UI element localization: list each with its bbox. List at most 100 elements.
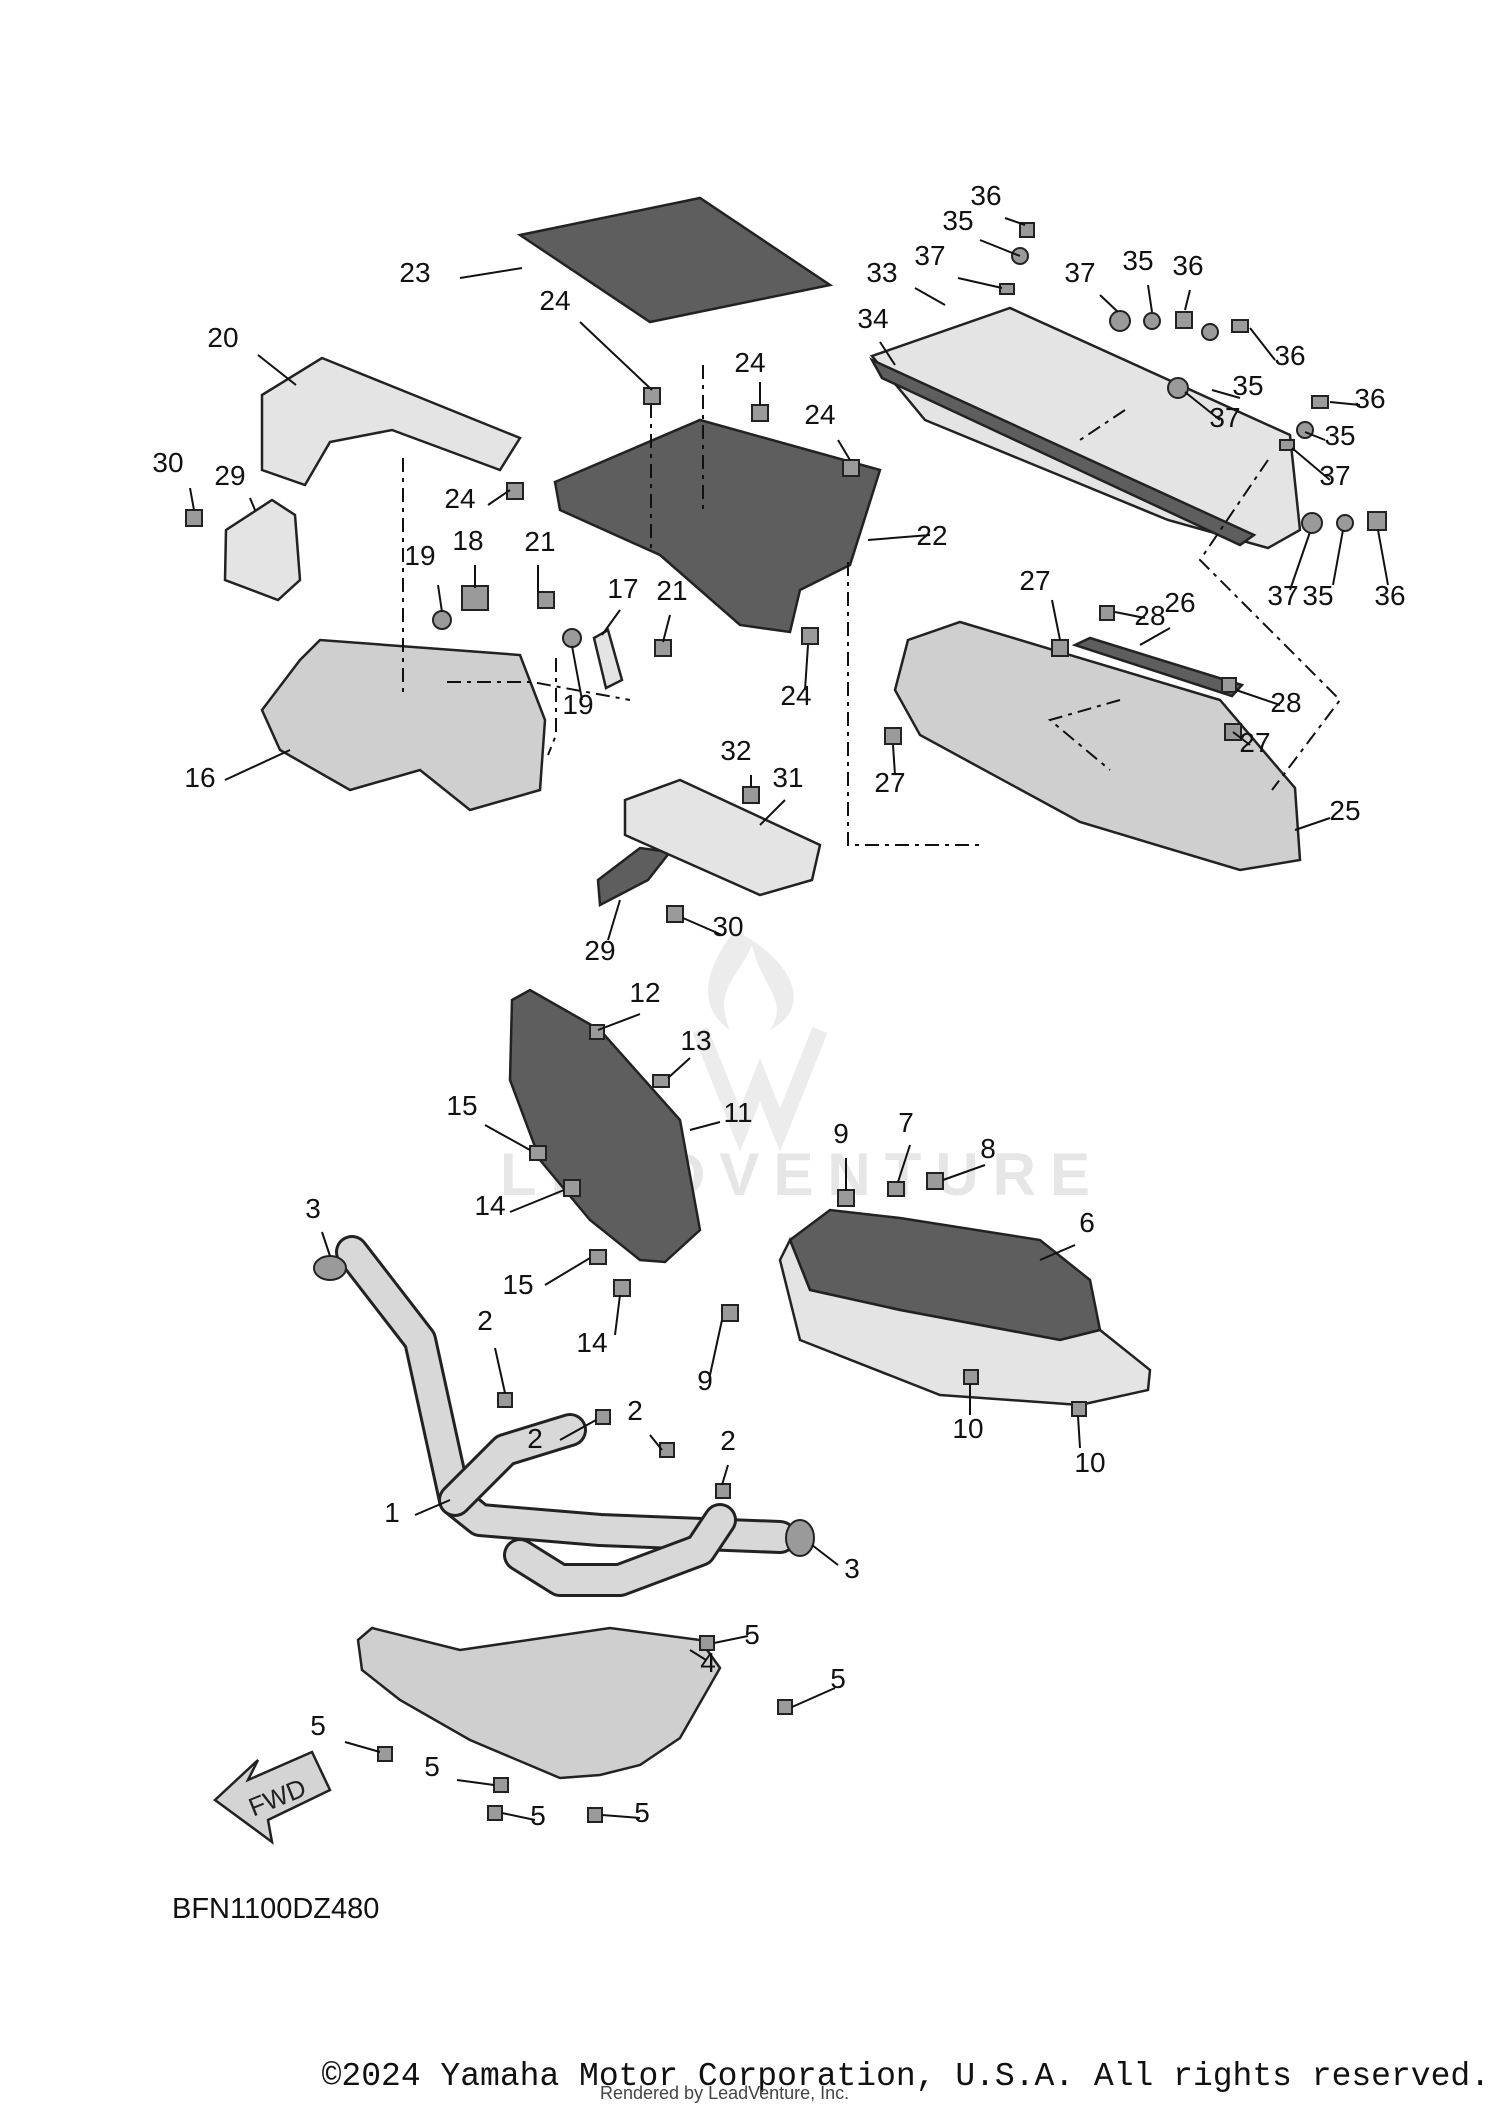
- bolt-5-icon: [377, 1746, 393, 1762]
- callout-number-29: 29: [584, 935, 615, 966]
- callout-leader-line: [867, 534, 931, 541]
- callout-leader-line: [597, 1013, 641, 1031]
- clip-36-icon: [1175, 311, 1193, 329]
- callout-number-34: 34: [857, 303, 888, 334]
- bolt-27-icon: [884, 727, 902, 745]
- bolt-9-icon: [721, 1304, 739, 1322]
- callout-number-3: 3: [305, 1193, 321, 1224]
- callout-number-17: 17: [607, 573, 638, 604]
- rendered-by-note: Rendered by LeadVenture, Inc.: [600, 2083, 850, 2103]
- callout-leader-line: [1235, 689, 1281, 706]
- callout-number-27: 27: [1019, 565, 1050, 596]
- callout-number-24: 24: [780, 680, 811, 711]
- callout-leader-line: [1329, 401, 1361, 406]
- callout-leader-line: [892, 744, 896, 776]
- callout-leader-line: [689, 1121, 721, 1131]
- callout-number-36: 36: [1274, 340, 1305, 371]
- callout-number-35: 35: [1302, 580, 1333, 611]
- callout-leader-line: [487, 489, 511, 506]
- part-31-plate: [623, 778, 822, 897]
- callout-leader-line: [1304, 431, 1326, 441]
- cap-3-icon: [313, 1255, 347, 1281]
- callout-number-24: 24: [539, 285, 570, 316]
- callout-leader-line: [321, 1231, 331, 1257]
- callout-leader-line: [879, 341, 896, 366]
- bolt-5-icon: [493, 1777, 509, 1793]
- bolt-21-icon: [537, 591, 555, 609]
- rivet-10-icon: [963, 1369, 979, 1385]
- callout-number-32: 32: [720, 735, 751, 766]
- callout-leader-line: [1289, 531, 1311, 591]
- bolt-21-icon: [654, 639, 672, 657]
- part-26-strip: [1071, 636, 1245, 698]
- nut-35-icon: [1201, 323, 1219, 341]
- callout-leader-line: [1051, 599, 1061, 641]
- screw-28-icon: [1099, 605, 1115, 621]
- part-23-heat-insulator-pad: [516, 196, 834, 324]
- part-22-cover: [553, 418, 882, 634]
- callout-number-25: 25: [1329, 795, 1360, 826]
- callout-leader-line: [957, 277, 1003, 289]
- callout-number-21: 21: [656, 575, 687, 606]
- bolt-2-icon: [659, 1442, 675, 1458]
- callout-leader-line: [1291, 447, 1331, 481]
- washer-37-icon: [1301, 512, 1323, 534]
- callout-leader-line: [459, 267, 523, 279]
- callout-leader-line: [484, 1124, 531, 1151]
- callout-number-35: 35: [942, 205, 973, 236]
- callout-leader-line: [759, 799, 786, 826]
- callout-number-37: 37: [1209, 402, 1240, 433]
- callout-leader-line: [721, 1464, 729, 1486]
- callout-leader-line: [1077, 1415, 1081, 1449]
- part-20-heat-insulator: [260, 356, 522, 487]
- callout-leader-line: [571, 645, 583, 701]
- nut-7-icon: [887, 1181, 905, 1197]
- callout-number-24: 24: [734, 347, 765, 378]
- part-4-skid-plate: [356, 1626, 722, 1780]
- callout-leader-line: [1099, 294, 1119, 313]
- fwd-arrow: FWD: [213, 1750, 332, 1845]
- callout-leader-line: [837, 439, 851, 461]
- callout-number-1: 1: [384, 1497, 400, 1528]
- nut-35-icon: [1143, 312, 1161, 330]
- callout-number-18: 18: [452, 525, 483, 556]
- callout-number-31: 31: [772, 762, 803, 793]
- assembly-line: [847, 562, 980, 846]
- callout-number-28: 28: [1134, 600, 1165, 631]
- callout-leader-line: [1114, 611, 1146, 619]
- washer-37-icon: [1279, 439, 1295, 451]
- bolt-5-icon: [487, 1805, 503, 1821]
- callout-leader-line: [942, 1164, 986, 1181]
- callout-number-15: 15: [446, 1090, 477, 1121]
- callout-leader-line: [494, 1347, 506, 1394]
- callout-number-35: 35: [1232, 370, 1263, 401]
- screw-15-icon: [589, 1249, 607, 1265]
- callout-number-16: 16: [184, 762, 215, 793]
- assembly-line: [1198, 459, 1342, 791]
- bolt-9-icon: [837, 1189, 855, 1207]
- callout-leader-line: [456, 1779, 495, 1786]
- bolt-30-icon: [185, 509, 203, 527]
- callout-number-9: 9: [697, 1365, 713, 1396]
- clip-12-icon: [589, 1024, 605, 1040]
- callout-number-36: 36: [1374, 580, 1405, 611]
- callout-number-2: 2: [527, 1423, 543, 1454]
- callout-leader-line: [709, 1319, 723, 1376]
- callout-leader-line: [437, 584, 443, 613]
- callout-number-10: 10: [952, 1413, 983, 1444]
- callout-leader-line: [1139, 627, 1171, 646]
- part-16-seat-base-cover: [260, 638, 547, 812]
- callout-leader-line: [601, 609, 621, 636]
- callout-leader-line: [579, 321, 653, 391]
- callout-leader-line: [1211, 389, 1241, 399]
- fwd-arrow-icon: [213, 1750, 332, 1845]
- bolt-27-icon: [1051, 639, 1069, 657]
- cap-3-icon: [785, 1519, 815, 1557]
- callout-number-2: 2: [627, 1395, 643, 1426]
- callout-number-14: 14: [474, 1190, 505, 1221]
- callout-number-27: 27: [874, 767, 905, 798]
- callout-number-22: 22: [916, 520, 947, 551]
- callout-number-37: 37: [1267, 580, 1298, 611]
- callout-number-36: 36: [1172, 250, 1203, 281]
- callout-number-30: 30: [152, 447, 183, 478]
